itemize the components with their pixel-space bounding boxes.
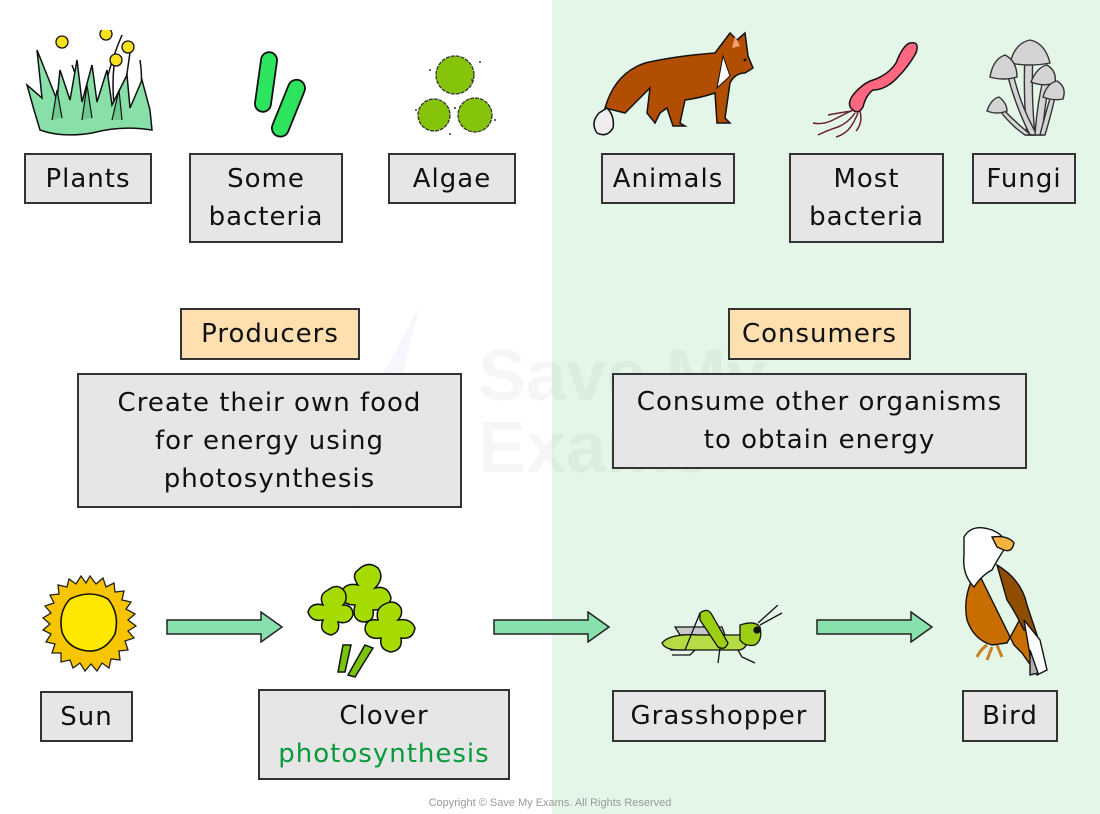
label-grasshopper: Grasshopper	[612, 690, 826, 742]
label-animals: Animals	[601, 153, 735, 204]
consumers-heading: Consumers	[728, 308, 911, 360]
pink-bacterium-icon	[812, 41, 918, 138]
grasshopper-icon	[661, 605, 783, 664]
arrow-sun-to-clover-icon	[166, 611, 284, 643]
mushrooms-icon	[986, 39, 1065, 136]
producers-description: Create their own food for energy using p…	[77, 373, 462, 508]
arrow-grasshopper-to-bird-icon	[816, 611, 934, 643]
label-clover: Clover photosynthesis	[258, 689, 510, 780]
label-fungi: Fungi	[972, 153, 1076, 204]
clover-icon	[307, 563, 416, 678]
label-bird: Bird	[962, 690, 1058, 742]
sun-icon	[41, 574, 138, 673]
fox-icon	[593, 31, 754, 136]
copyright-notice: Copyright © Save My Exams. All Rights Re…	[428, 797, 672, 809]
photosynthesis-label: photosynthesis	[278, 738, 490, 769]
label-sun: Sun	[40, 691, 133, 742]
consumers-description: Consume other organisms to obtain energy	[612, 373, 1027, 469]
label-some-bacteria: Some bacteria	[189, 153, 343, 243]
eagle-icon	[963, 527, 1048, 676]
green-bacteria-icon	[254, 51, 306, 138]
arrow-clover-to-grasshopper-icon	[493, 611, 611, 643]
label-algae: Algae	[388, 153, 516, 204]
producers-heading: Producers	[180, 308, 360, 360]
algae-cells-icon	[415, 55, 496, 135]
label-plants: Plants	[24, 153, 152, 204]
grass-flowers-icon	[25, 30, 153, 136]
label-most-bacteria: Most bacteria	[789, 153, 944, 243]
